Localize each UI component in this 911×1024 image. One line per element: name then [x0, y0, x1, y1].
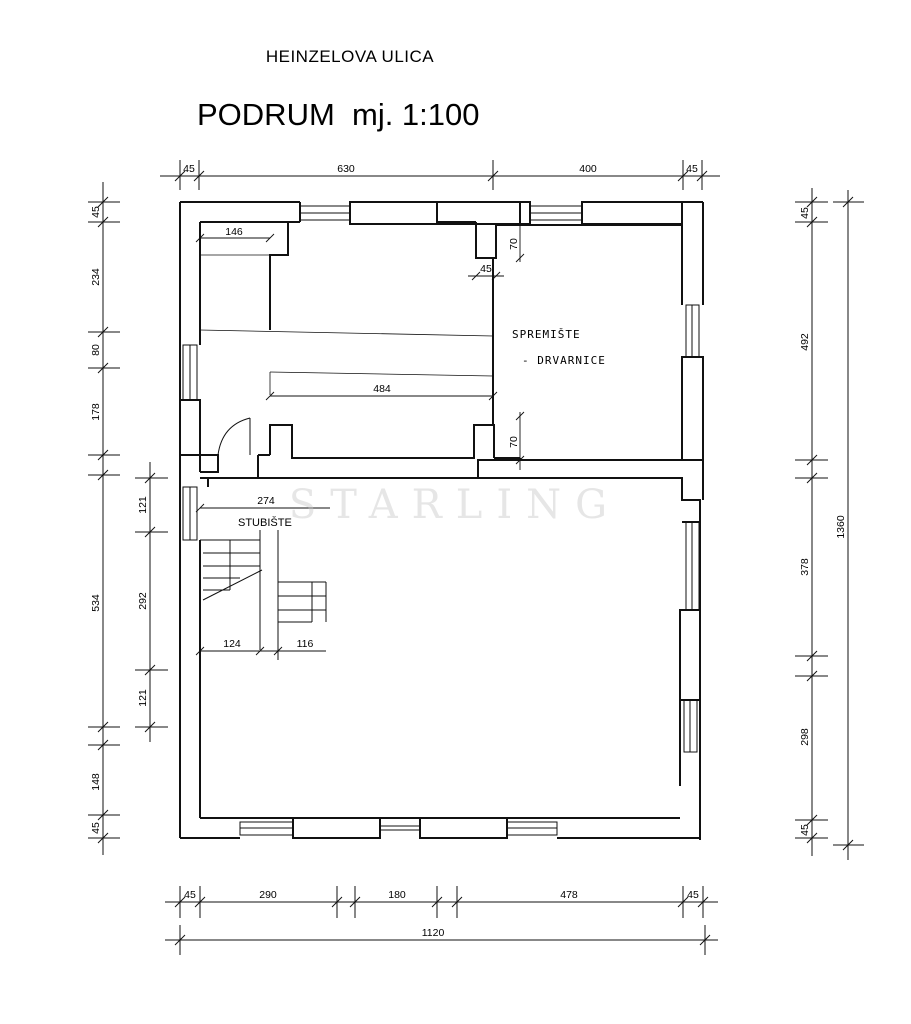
- bottom-dimensions: [165, 886, 718, 955]
- dim-left-2: 234: [90, 268, 102, 286]
- dim-top-1: 45: [183, 163, 195, 175]
- dim-bottom-3: 180: [388, 889, 406, 901]
- top-dimensions: [160, 160, 720, 190]
- dim-niche: 146: [225, 226, 243, 238]
- dim-pier-70-top: 70: [508, 238, 520, 250]
- dim-left-1: 45: [90, 206, 102, 218]
- dim-bottom-5: 45: [687, 889, 699, 901]
- room-label-storage: SPREMIŠTE: [512, 328, 581, 341]
- staircase: [200, 530, 327, 660]
- dim-right-1: 45: [799, 207, 811, 219]
- upper-room-lines: [199, 254, 494, 395]
- dim-bottom-2: 290: [259, 889, 277, 901]
- dim-bottom-total: 1120: [422, 927, 445, 939]
- dim-left-inner-3: 121: [137, 689, 149, 707]
- dim-right-5: 45: [799, 824, 811, 836]
- dim-left-4: 178: [90, 403, 102, 421]
- left-dimensions: [88, 182, 120, 855]
- dim-pier-45: 45: [480, 263, 492, 275]
- dim-top-2: 630: [337, 163, 355, 175]
- dim-left-6: 148: [90, 773, 102, 791]
- dim-top-4: 45: [686, 163, 698, 175]
- dim-left-5: 534: [90, 594, 102, 612]
- dim-left-inner-2: 292: [137, 592, 149, 610]
- bottom-windows: [239, 817, 558, 839]
- right-dimensions: [795, 188, 864, 860]
- dim-left-inner-1: 121: [137, 496, 149, 514]
- interior-walls: [200, 202, 701, 523]
- dim-stair-116: 116: [297, 638, 314, 650]
- dim-corridor: 484: [373, 383, 391, 395]
- left-inner-dimensions: [135, 462, 168, 742]
- interior-dimension-lines: [195, 225, 525, 656]
- plan-title: PODRUM mj. 1:100: [197, 97, 480, 132]
- street-name: HEINZELOVA ULICA: [266, 47, 434, 66]
- dim-left-3: 80: [90, 344, 102, 356]
- room-label-stairwell: STUBIŠTE: [238, 516, 292, 529]
- dim-top-3: 400: [579, 163, 597, 175]
- dim-bottom-1: 45: [184, 889, 196, 901]
- dim-left-7: 45: [90, 822, 102, 834]
- dim-stair-124: 124: [223, 638, 241, 650]
- dim-bottom-4: 478: [560, 889, 578, 901]
- dim-right-total: 1360: [835, 515, 847, 539]
- door-swing: [217, 417, 251, 456]
- dim-right-2: 492: [799, 333, 811, 351]
- top-windows: [299, 201, 683, 225]
- dim-pier-70-bottom: 70: [508, 436, 520, 448]
- dim-right-4: 298: [799, 728, 811, 746]
- dim-right-3: 378: [799, 558, 811, 576]
- watermark: STARLING: [289, 482, 621, 528]
- room-label-woodshed: - DRVARNICE: [522, 354, 606, 367]
- dim-stair-274: 274: [257, 495, 275, 507]
- left-windows: [179, 344, 201, 541]
